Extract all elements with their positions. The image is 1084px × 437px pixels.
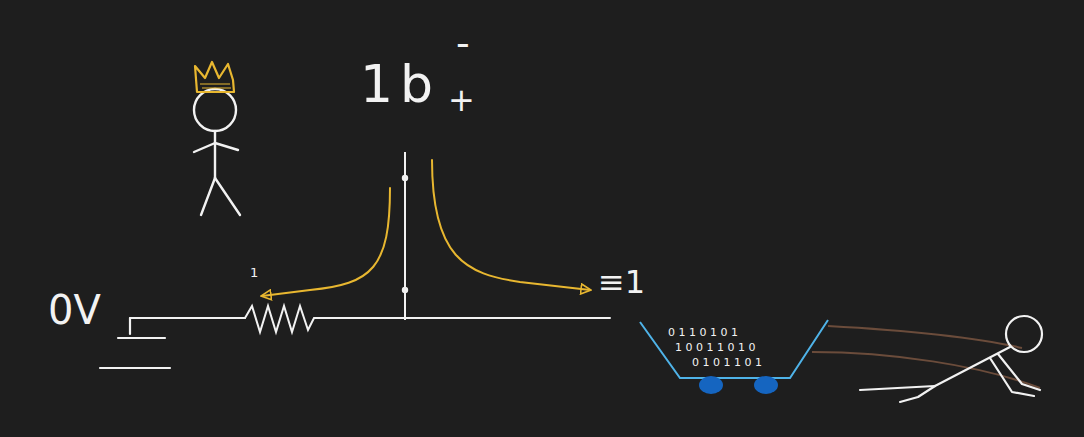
bit-row: 0 1 0 1 1 0 1 <box>692 357 762 368</box>
resistor-symbol <box>245 306 610 332</box>
limit-value: ≡1 <box>598 266 645 298</box>
zero-symbol: b <box>400 58 433 110</box>
data-cart <box>640 320 828 394</box>
resistance-value: 1 <box>250 266 258 279</box>
pulling-figure <box>860 316 1042 402</box>
crown <box>195 62 234 92</box>
voltage-label: 0V <box>48 290 101 330</box>
limit-curves <box>262 160 590 296</box>
plus-sign: + <box>448 84 475 116</box>
bit-row: 1 0 0 1 1 0 1 0 <box>675 342 755 353</box>
asymptote-axis <box>403 152 407 320</box>
wire <box>130 306 610 332</box>
minus-sign: - <box>456 24 470 62</box>
bit-row: 0 1 1 0 1 0 1 <box>668 327 738 338</box>
king-figure <box>194 89 240 215</box>
numerator: 1 <box>360 58 393 110</box>
ground-symbol <box>100 318 170 368</box>
